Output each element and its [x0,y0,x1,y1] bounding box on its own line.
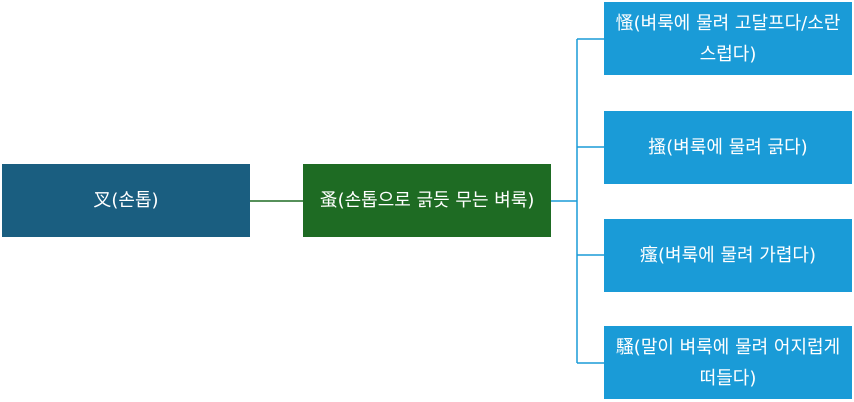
root-node: 叉(손톱) [2,164,250,237]
middle-node-label: 蚤(손톱으로 긁듯 무는 벼룩) [319,190,535,211]
leaf-node: 騷(말이 벼룩에 물려 어지럽게 떠들다) [604,326,852,399]
leaf-node: 瘙(벼룩에 물려 가렵다) [604,219,852,292]
leaf-node-label: 騷(말이 벼룩에 물려 어지럽게 떠들다) [615,336,841,389]
leaf-node: 搔(벼룩에 물려 긁다) [604,111,852,184]
middle-node: 蚤(손톱으로 긁듯 무는 벼룩) [303,164,551,237]
mid-to-leaves-connector [551,38,604,364]
leaf-node-label: 搔(벼룩에 물려 긁다) [648,137,808,158]
leaf-node-label: 慅(벼룩에 물려 고달프다/소란스럽다) [615,12,841,65]
leaf-node-label: 瘙(벼룩에 물려 가렵다) [640,245,816,266]
leaf-node: 慅(벼룩에 물려 고달프다/소란스럽다) [604,2,852,75]
root-node-label: 叉(손톱) [93,190,159,211]
